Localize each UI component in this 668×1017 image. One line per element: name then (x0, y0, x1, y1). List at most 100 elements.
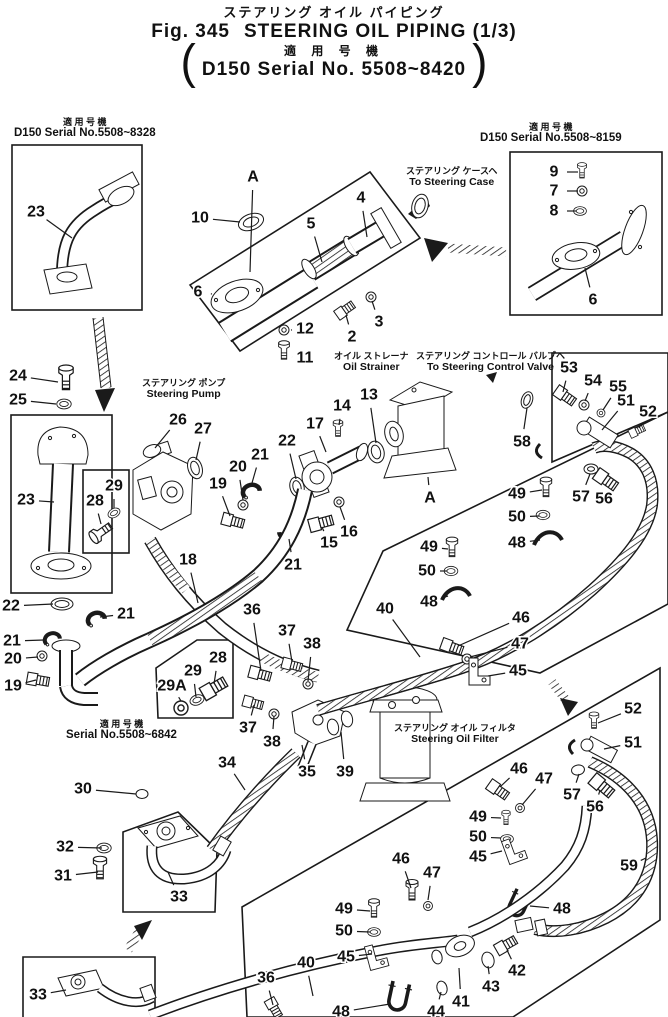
callout-leader-line (487, 965, 490, 975)
part-number-callout: 28 (209, 650, 227, 667)
callout-leader-line (99, 614, 114, 618)
part-number-callout: 13 (360, 387, 378, 404)
part-number-callout: 50 (418, 563, 436, 580)
bottom-pipes-art (148, 805, 593, 1017)
callout-leader-line (362, 210, 368, 238)
callout-leader-line (392, 619, 421, 658)
callout-leader-line (167, 871, 175, 886)
part-number-callout: 48 (332, 1004, 350, 1017)
part-number-callout: 42 (508, 963, 526, 980)
callout-leader-line (23, 603, 54, 606)
open-paren: ( (180, 33, 196, 89)
part-number-callout: 33 (29, 987, 47, 1004)
callout-leader-line (289, 453, 297, 480)
oil-strainer-art (332, 381, 457, 479)
part-number-callout: 3 (375, 314, 384, 331)
part-number-callout: 19 (209, 476, 227, 493)
part-number-callout: 30 (74, 781, 92, 798)
part-number-callout: 21 (284, 557, 302, 574)
part-number-callout: 48 (553, 901, 571, 918)
part-number-callout: 31 (54, 868, 72, 885)
callout-leader-line (268, 990, 274, 1006)
part-number-callout: 57 (563, 787, 581, 804)
part-number-callout: 38 (303, 636, 321, 653)
callout-leader-line (441, 595, 449, 599)
part-number-callout: 36 (243, 602, 261, 619)
callout-leader-line (321, 526, 325, 532)
part-number-callout: 20 (229, 459, 247, 476)
suction-tube-assembly-art (210, 193, 429, 360)
part-number-callout: 41 (452, 994, 470, 1011)
part-number-callout: 16 (340, 524, 358, 541)
part-number-callout: A (424, 490, 436, 507)
part-number-callout: 45 (337, 949, 355, 966)
callout-leader-line (154, 429, 171, 449)
part-number-callout: 53 (560, 360, 578, 377)
part-number-callout: 57 (572, 489, 590, 506)
callout-leader-line (239, 479, 244, 501)
applicable-serial-block: ( 適 用 号 機 D150 Serial No. 5508~8420 ) (0, 33, 668, 89)
callout-leader-line (597, 713, 622, 724)
callout-leader-line (345, 314, 350, 325)
part-number-callout: 6 (589, 292, 598, 309)
part-number-callout: 14 (333, 398, 351, 415)
part-number-callout: 49 (508, 486, 526, 503)
part-number-callout: 32 (56, 839, 74, 856)
callout-leader-line (506, 949, 512, 960)
part-number-callout: 17 (306, 416, 324, 433)
part-number-callout: 33 (170, 889, 188, 906)
part-number-callout: 46 (510, 761, 528, 778)
part-number-callout: 21 (251, 447, 269, 464)
callout-leader-line (602, 397, 612, 411)
inset-boxes (10, 144, 668, 1017)
callout-leader-line (190, 572, 199, 604)
part-number-callout: 40 (376, 601, 394, 618)
applicable-serial-range: D150 Serial No. 5508~8420 (201, 58, 467, 80)
callout-leader-line (499, 777, 510, 788)
figure-number: Fig. 345 (151, 21, 230, 42)
callout-leader-line (490, 850, 503, 855)
return-elbow-art (25, 611, 106, 706)
part-number-callout: 34 (218, 755, 236, 772)
part-number-callout: 21 (117, 606, 135, 623)
part-number-callout: 26 (169, 412, 187, 429)
callout-leader-line (575, 773, 580, 783)
callout-leader-line (75, 871, 99, 876)
part-number-callout: 48 (420, 594, 438, 611)
part-number-callout: 43 (482, 979, 500, 996)
fitting-group-upper-art (535, 384, 647, 493)
callout-leader-line (222, 495, 231, 517)
part-number-callout: 46 (512, 610, 530, 627)
part-number-callout: 25 (9, 392, 27, 409)
elbow-17-art (75, 442, 369, 687)
callout-leader-line (603, 745, 621, 750)
callout-leader-line (46, 219, 73, 239)
callout-leader-line (427, 476, 430, 486)
callout-leader-line (371, 300, 376, 310)
pump-riser-pipe-art (30, 364, 123, 611)
callout-leader-line (25, 656, 39, 659)
callout-leader-line (24, 639, 45, 642)
part-number-callout: 50 (508, 509, 526, 526)
part-number-callout: 47 (511, 636, 529, 653)
part-number-callout: 46 (392, 851, 410, 868)
callout-leader-line (38, 500, 55, 503)
part-number-callout: 52 (639, 404, 657, 421)
part-number-callout: 51 (617, 393, 635, 410)
callout-leader-line (50, 989, 67, 994)
part-number-callout: 15 (320, 535, 338, 552)
callout-leader-line (193, 683, 197, 698)
callout-leader-line (638, 423, 643, 429)
callout-leader-line (314, 236, 323, 263)
part-number-callout: 6 (194, 284, 203, 301)
part-number-callout: 49 (420, 539, 438, 556)
part-number-callout: 28 (86, 493, 104, 510)
part-number-callout: 24 (9, 368, 27, 385)
callout-leader-line (233, 773, 246, 791)
